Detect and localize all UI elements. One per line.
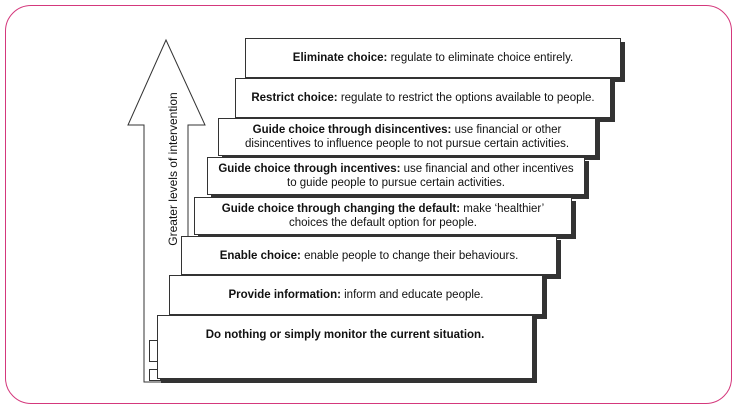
step-guide-disincentives: Guide choice through disincentives: use … [218,118,596,156]
step-title: Restrict choice: [251,92,338,104]
step-title: Guide choice through changing the defaul… [221,203,461,215]
step-desc: inform and educate people. [344,289,484,301]
step-eliminate-choice: Eliminate choice: regulate to eliminate … [245,38,621,78]
step-desc: regulate to restrict the options availab… [340,92,595,104]
step-guide-incentives: Guide choice through incentives: use fin… [207,157,585,195]
step-title: Do nothing or simply monitor the current… [205,329,485,341]
axis-label: Greater levels of intervention [166,92,180,246]
step-restrict-choice: Restrict choice: regulate to restrict th… [235,78,611,118]
step-title: Provide information: [228,289,341,301]
step-title: Enable choice: [219,249,301,262]
step-desc: use financial and other incentives to gu… [287,163,574,189]
step-title: Guide choice through disincentives: [252,124,452,136]
step-desc: enable people to change their behaviours… [304,249,519,262]
step-title: Guide choice through incentives: [218,163,401,175]
step-do-nothing: Do nothing or simply monitor the current… [157,315,533,379]
step-title: Eliminate choice: [292,52,388,64]
step-enable-choice: Enable choice: enable people to change t… [181,236,557,275]
step-desc: use financial or other disincentives to … [244,124,570,150]
step-desc: make ‘healthier’ choices the default opt… [289,203,545,229]
step-desc: regulate to eliminate choice entirely. [390,52,574,64]
step-provide-information: Provide information: inform and educate … [169,275,543,315]
step-changing-default: Guide choice through changing the defaul… [194,197,572,235]
